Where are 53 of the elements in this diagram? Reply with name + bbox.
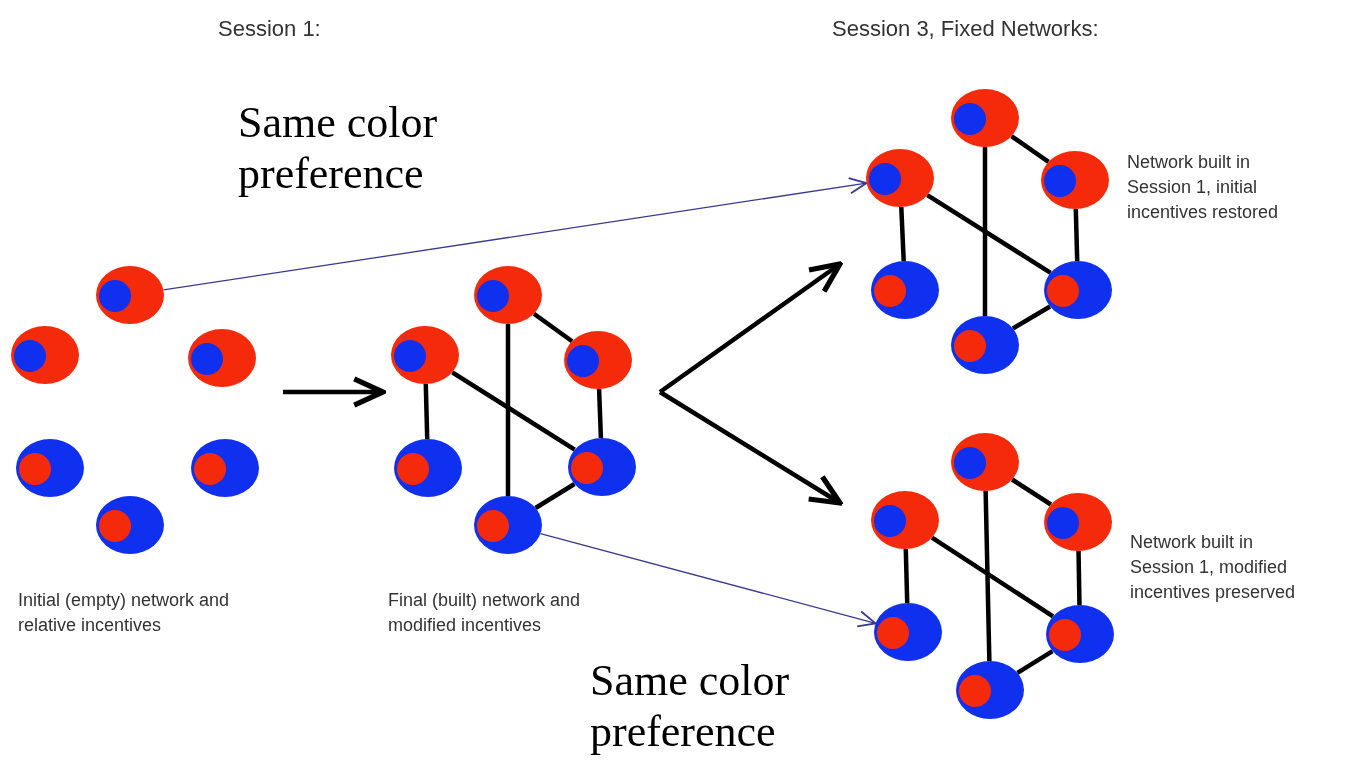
network-link	[1016, 649, 1054, 675]
network-link	[982, 147, 988, 316]
network-node	[871, 261, 939, 319]
network-node	[951, 433, 1019, 491]
arrow	[162, 177, 868, 291]
network-link	[1076, 550, 1082, 606]
network-node	[474, 266, 542, 324]
network-node	[871, 491, 939, 549]
network-node	[866, 149, 934, 207]
network-node	[874, 603, 942, 661]
arrow	[539, 533, 877, 628]
network-node	[956, 661, 1024, 719]
network-node	[191, 439, 259, 497]
section-heading: Session 1:	[218, 16, 321, 42]
network-caption: Initial (empty) network and relative incentives	[18, 589, 231, 638]
network-link	[1010, 477, 1053, 507]
network-link	[532, 311, 574, 344]
network-link	[534, 482, 576, 510]
network-node	[1046, 605, 1114, 663]
network-node	[1044, 261, 1112, 319]
network-caption: Network built in Session 1, initial incentives restored	[1127, 151, 1280, 225]
network-node	[474, 496, 542, 554]
arrow	[283, 376, 386, 408]
network-link	[423, 383, 430, 440]
network-link	[1073, 208, 1080, 262]
network-link	[899, 206, 906, 262]
network-node	[564, 331, 632, 389]
network-link	[1011, 304, 1052, 331]
network-link	[930, 535, 1055, 619]
arrow	[658, 261, 843, 394]
network-node	[568, 438, 636, 496]
network-node	[1041, 151, 1109, 209]
network-node	[1044, 493, 1112, 551]
network-node	[96, 496, 164, 554]
arrow	[658, 390, 843, 506]
network-link	[926, 193, 1052, 275]
network-node	[394, 439, 462, 497]
network-node	[96, 266, 164, 324]
network-link	[505, 324, 511, 496]
network-node	[951, 316, 1019, 374]
network-node	[391, 326, 459, 384]
network-link	[451, 370, 576, 452]
network-node	[16, 439, 84, 497]
network-caption: Final (built) network and modified incentives	[388, 589, 582, 638]
network-link	[596, 388, 604, 439]
section-heading: Session 3, Fixed Networks:	[832, 16, 1099, 42]
network-link	[983, 490, 992, 662]
network-link	[903, 548, 910, 604]
network-caption: Network built in Session 1, modified incentives preserved	[1130, 531, 1297, 605]
network-node	[951, 89, 1019, 147]
network-node	[188, 329, 256, 387]
network-node	[11, 326, 79, 384]
network-link	[1010, 134, 1050, 164]
